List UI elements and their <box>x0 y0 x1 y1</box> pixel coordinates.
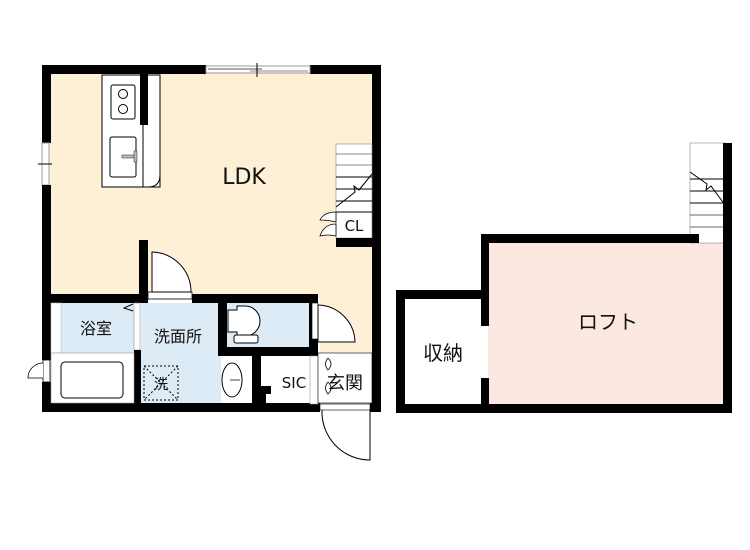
loft-stairs <box>689 142 726 244</box>
storage-area <box>404 298 484 404</box>
stove-icon <box>110 84 136 120</box>
stairs <box>335 143 373 239</box>
ldk-door <box>151 251 192 293</box>
washer-space <box>143 365 179 401</box>
loft-area <box>488 243 725 404</box>
sic-label: SIC <box>282 374 306 392</box>
ldk-label: LDK <box>222 165 266 190</box>
bath-floor <box>60 303 135 353</box>
first-floor: LDK CL 浴室 洗面所 洗 SIC 玄関 <box>27 63 381 461</box>
loft-floor: ロフト 収納 <box>396 142 732 413</box>
toilet <box>227 305 261 337</box>
closet-label: CL <box>345 217 364 235</box>
bathtub <box>60 361 124 399</box>
entrance-floor <box>317 352 373 404</box>
toilet-door <box>317 304 356 343</box>
ldk-floor <box>50 73 372 298</box>
washroom-floor <box>141 303 221 403</box>
entrance-door <box>321 409 371 461</box>
bath-window <box>27 362 44 379</box>
washroom-label: 洗面所 <box>154 327 202 346</box>
washer-label: 洗 <box>154 377 168 393</box>
storage-label: 収納 <box>423 341 463 365</box>
loft-label: ロフト <box>578 310 638 334</box>
entrance-label: 玄関 <box>327 373 363 394</box>
bath-label: 浴室 <box>80 319 112 338</box>
closet-door <box>319 211 337 237</box>
